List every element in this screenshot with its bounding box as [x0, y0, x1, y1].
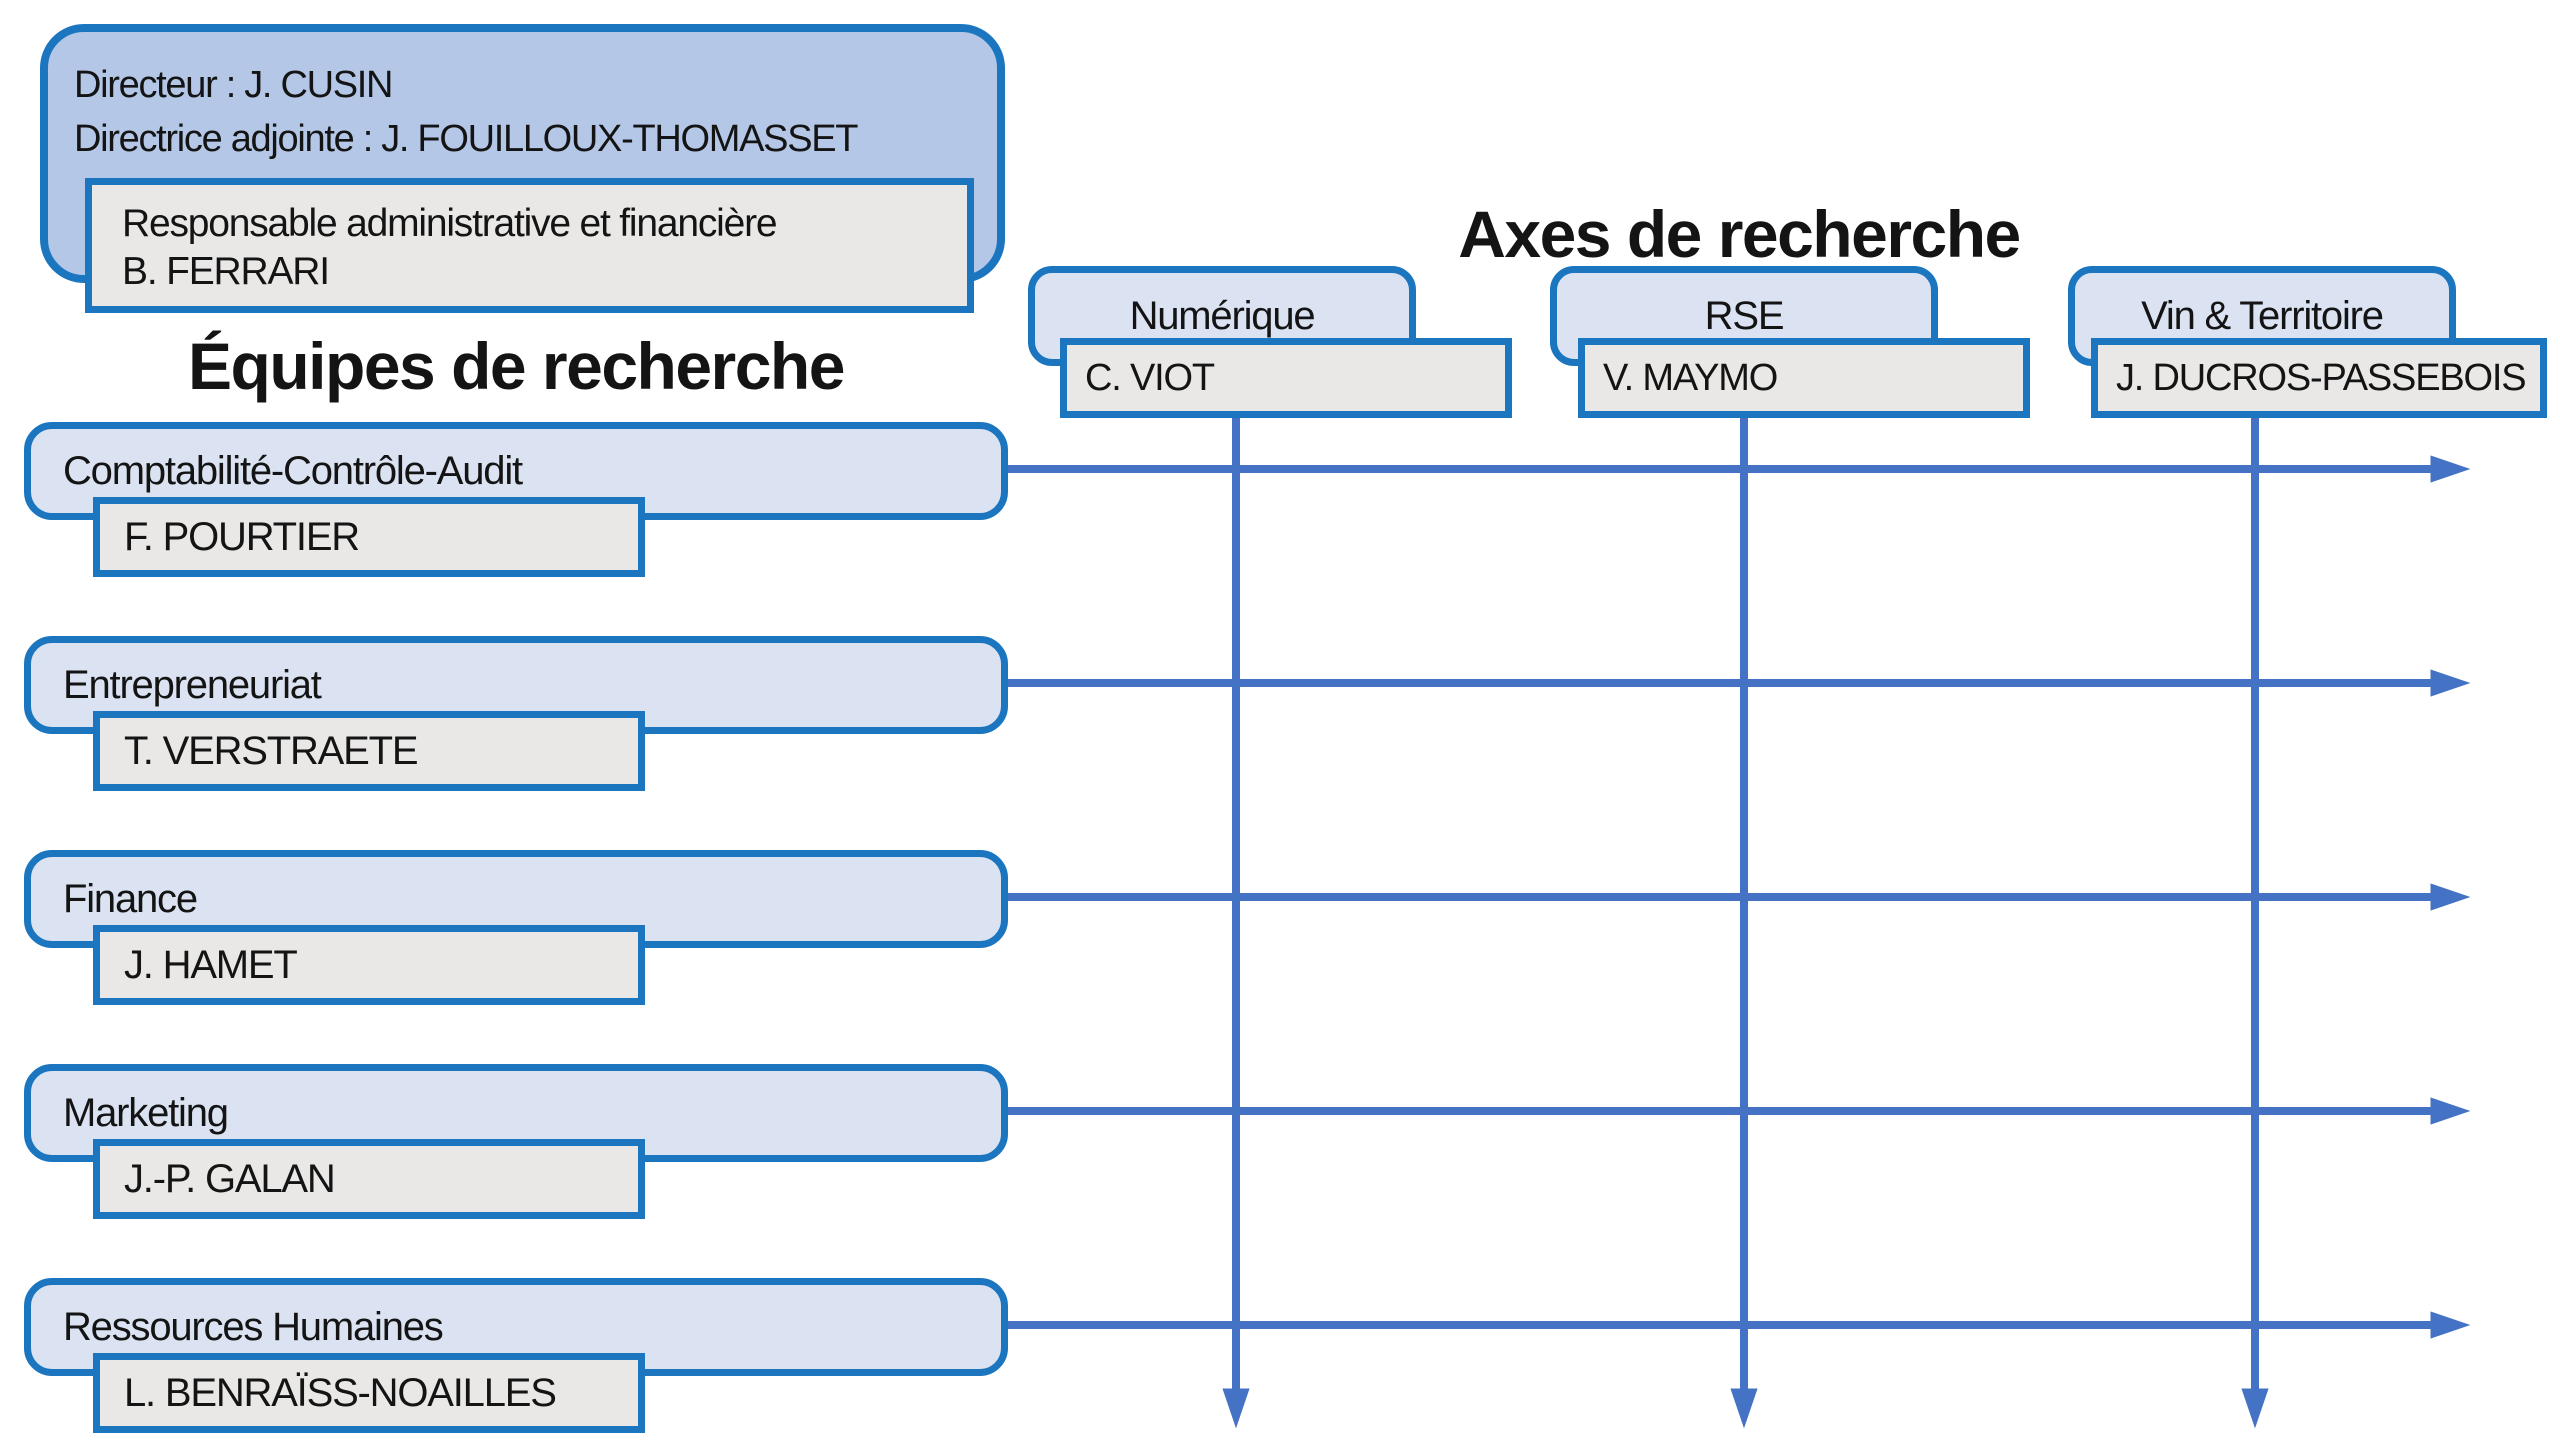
team-lead-box: F. POURTIER: [93, 497, 645, 577]
axis-lead-box: C. VIOT: [1060, 338, 1512, 418]
admin-name: B. FERRARI: [122, 250, 330, 293]
team-lead-box: J. HAMET: [93, 925, 645, 1005]
axes-title: Axes de recherche: [1458, 197, 2021, 271]
admin-role: Responsable administrative et financière: [122, 202, 778, 245]
axis-lead-box: V. MAYMO: [1578, 338, 2030, 418]
team-lead-box: T. VERSTRAETE: [93, 711, 645, 791]
director-line: Directeur : J. CUSIN: [74, 64, 393, 106]
deputy-director-line: Directrice adjointe : J. FOUILLOUX-THOMA…: [74, 118, 859, 160]
teams-title: Équipes de recherche: [188, 329, 845, 403]
admin-box: Responsable administrative et financière…: [85, 178, 974, 313]
team-lead-box: J.-P. GALAN: [93, 1139, 645, 1219]
team-lead-box: L. BENRAÏSS-NOAILLES: [93, 1353, 645, 1433]
axis-lead-box: J. DUCROS-PASSEBOIS: [2091, 338, 2547, 418]
